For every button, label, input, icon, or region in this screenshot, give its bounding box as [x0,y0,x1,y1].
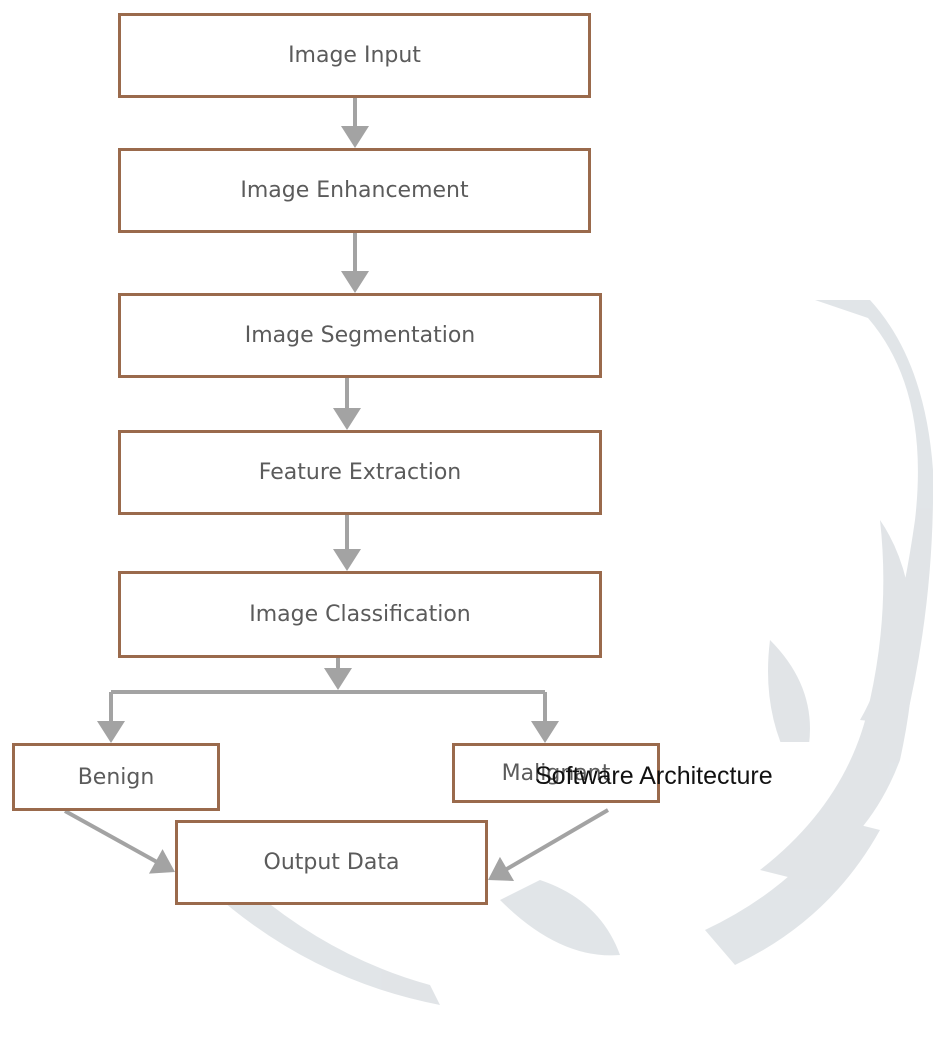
arrow-enhancement-to-segmentation-arrowhead [341,271,369,293]
node-output-data: Output Data [175,820,488,905]
node-label: Image Segmentation [244,323,476,348]
arrow-malignant-to-output-line [500,808,610,874]
arrow-input-to-enhancement-arrowhead [341,126,369,148]
node-label: Image Input [288,43,421,68]
node-label: Malignant [501,760,611,786]
node-label: Image Classification [249,602,471,627]
arrow-segmentation-to-extraction-arrowhead [333,408,361,430]
node-image-enhancement: Image Enhancement [118,148,591,233]
node-malignant: Malignant [452,743,660,803]
node-label: Image Enhancement [240,178,469,203]
arrow-to-malignant-arrowhead [531,721,559,743]
node-benign: Benign [12,743,220,811]
node-label: Feature Extraction [258,460,462,485]
arrow-benign-to-output-line [64,809,162,866]
arrow-malignant-to-output-arrowhead [488,856,515,882]
arrow-to-benign-arrowhead [97,721,125,743]
arrow-benign-to-output-arrowhead [148,849,175,874]
node-image-segmentation: Image Segmentation [118,293,602,378]
node-image-input: Image Input [118,13,591,98]
arrow-extraction-to-classification-arrowhead [333,549,361,571]
node-feature-extraction: Feature Extraction [118,430,602,515]
node-image-classification: Image Classification [118,571,602,658]
split-arrowhead [324,668,352,690]
diagram-caption: Software Architecture [535,762,773,790]
node-label: Benign [77,764,155,790]
node-label: Output Data [263,850,400,875]
edges-layer [64,98,610,882]
